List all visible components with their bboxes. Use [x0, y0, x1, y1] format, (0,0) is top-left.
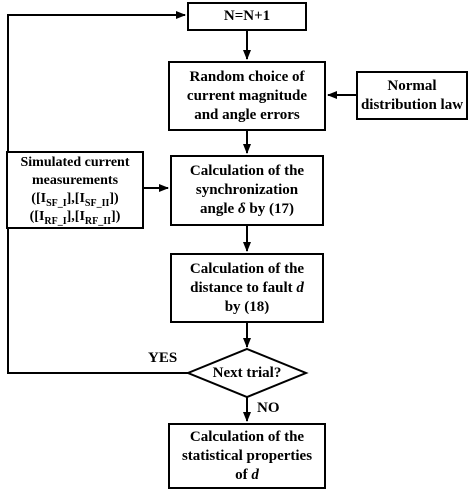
simulated-line-1: Simulated current: [20, 155, 130, 170]
random-choice-line-2: current magnitude: [186, 87, 308, 104]
sync-angle-line-3-post: by (17): [249, 201, 294, 217]
normal-distribution-line-2: distribution law: [360, 96, 464, 113]
random-choice-line-3: and angle errors: [194, 106, 300, 123]
sync-angle-box: Calculation of the synchronization angle…: [170, 155, 324, 226]
d-symbol-2: d: [251, 466, 259, 483]
simulated-line-4: ([IRF_I],[IRF_II]): [29, 209, 121, 227]
simulated-line-2: measurements: [31, 173, 119, 188]
statistics-box: Calculation of the statistical propertie…: [168, 423, 326, 489]
decision-text: Next trial?: [212, 364, 282, 381]
statistics-line-1: Calculation of the: [189, 428, 305, 445]
d-symbol: d: [296, 279, 304, 296]
simulated-line-3: ([ISF_I],[ISF_II]): [31, 191, 119, 209]
random-choice-line-1: Random choice of: [189, 68, 305, 85]
no-label: NO: [257, 400, 280, 416]
sync-angle-line-3-pre: angle: [200, 201, 235, 217]
statistics-line-2: statistical properties: [181, 447, 313, 464]
statistics-line-3-pre: of: [235, 466, 248, 483]
distance-line-3: by (18): [224, 298, 270, 315]
sync-angle-line-1: Calculation of the: [189, 163, 305, 179]
sf2-subscript: SF_II: [84, 197, 110, 209]
simulated-measurements-box: Simulated current measurements ([ISF_I],…: [6, 151, 144, 229]
distance-line-1: Calculation of the: [189, 260, 305, 277]
sync-angle-line-3: angle δ by (17): [200, 200, 294, 219]
counter-text: N=N+1: [223, 8, 271, 24]
normal-distribution-line-1: Normal: [387, 77, 437, 94]
rf2-subscript: RF_II: [84, 215, 112, 227]
random-choice-box: Random choice of current magnitude and a…: [168, 61, 326, 131]
sf1-subscript: SF_I: [46, 197, 67, 209]
normal-distribution-box: Normal distribution law: [356, 71, 468, 120]
distance-line-2-pre: distance to fault: [190, 279, 293, 296]
distance-box: Calculation of the distance to fault d b…: [170, 253, 324, 323]
rf1-subscript: RF_I: [44, 215, 67, 227]
distance-line-2: distance to fault d: [190, 279, 304, 298]
delta-symbol: δ: [237, 201, 246, 217]
sync-angle-line-2: synchronization: [195, 182, 299, 198]
statistics-line-3: of d: [235, 466, 259, 485]
counter-box: N=N+1: [187, 2, 307, 31]
yes-label: YES: [148, 350, 178, 366]
